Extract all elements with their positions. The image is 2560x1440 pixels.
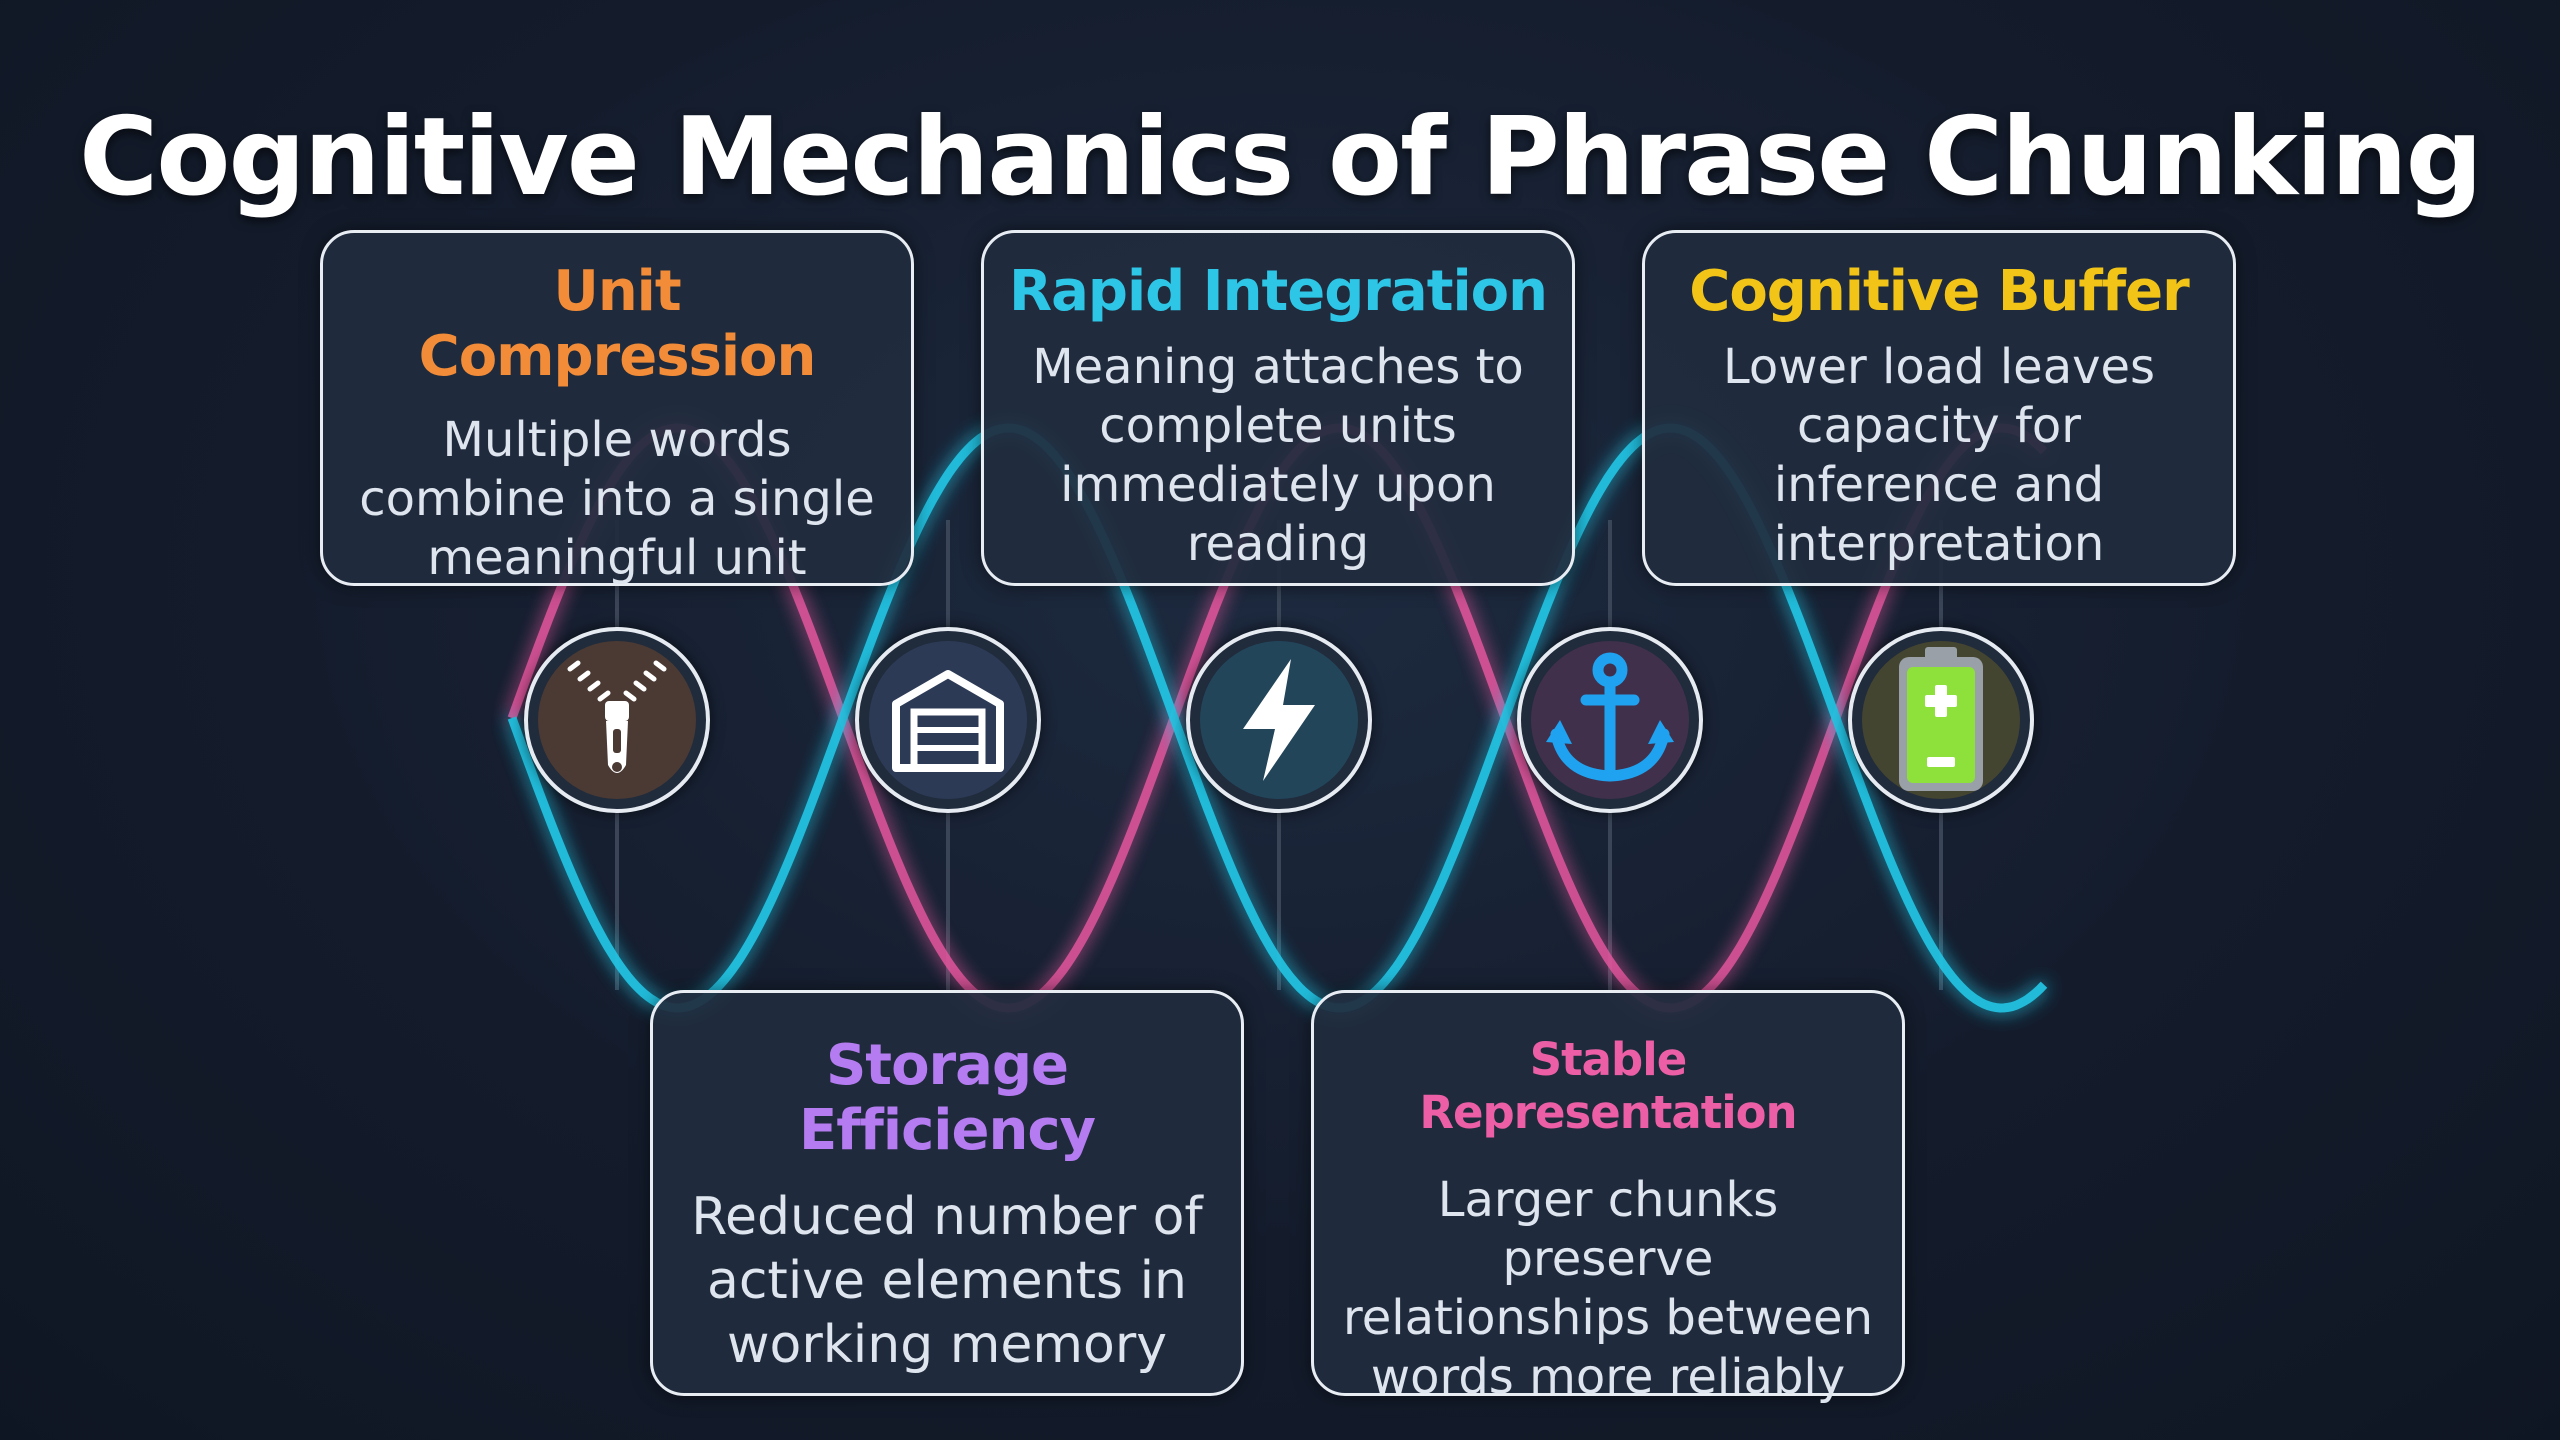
- card-text: Lower load leaves capacity for inference…: [1722, 339, 2156, 572]
- cyan-wave: [507, 423, 2048, 1013]
- card-heading: Cognitive Buffer: [1689, 259, 2190, 324]
- icon-circle-battery: [1848, 627, 2034, 813]
- garage-icon: [892, 670, 1004, 772]
- card-unit-compression: Unit Compression Multiple words combine …: [320, 230, 914, 586]
- card-storage-efficiency: Storage Efficiency Reduced number of act…: [650, 990, 1244, 1396]
- card-stable-representation: Stable Representation Larger chunks pres…: [1311, 990, 1905, 1405]
- icon-circle-anchor: [1517, 627, 1703, 813]
- card-text: Meaning attaches to complete units immed…: [1032, 339, 1524, 572]
- page-title: Cognitive Mechanics of Phrase Chunking: [79, 95, 2483, 220]
- icon-circle-zipper: [524, 627, 710, 813]
- card-text: Multiple words combine into a single mea…: [359, 412, 875, 586]
- icon-circle-garage: [855, 627, 1041, 813]
- card-heading: Storage Efficiency: [798, 1033, 1096, 1163]
- card-rapid-integration: Rapid Integration Meaning attaches to co…: [981, 230, 1575, 586]
- lightning-icon: [1243, 659, 1315, 781]
- battery-icon: [1899, 647, 1983, 791]
- anchor-icon: [1546, 652, 1674, 782]
- icon-circle-lightning: [1186, 627, 1372, 813]
- card-heading: Rapid Integration: [1008, 259, 1548, 324]
- card-text: Reduced number of active elements in wor…: [691, 1187, 1203, 1375]
- card-heading: Unit Compression: [418, 259, 817, 389]
- card-cognitive-buffer: Cognitive Buffer Lower load leaves capac…: [1642, 230, 2236, 586]
- card-text: Larger chunks preserve relationships bet…: [1343, 1172, 1873, 1405]
- zipper-icon: [567, 660, 667, 773]
- card-heading: Stable Representation: [1419, 1033, 1797, 1139]
